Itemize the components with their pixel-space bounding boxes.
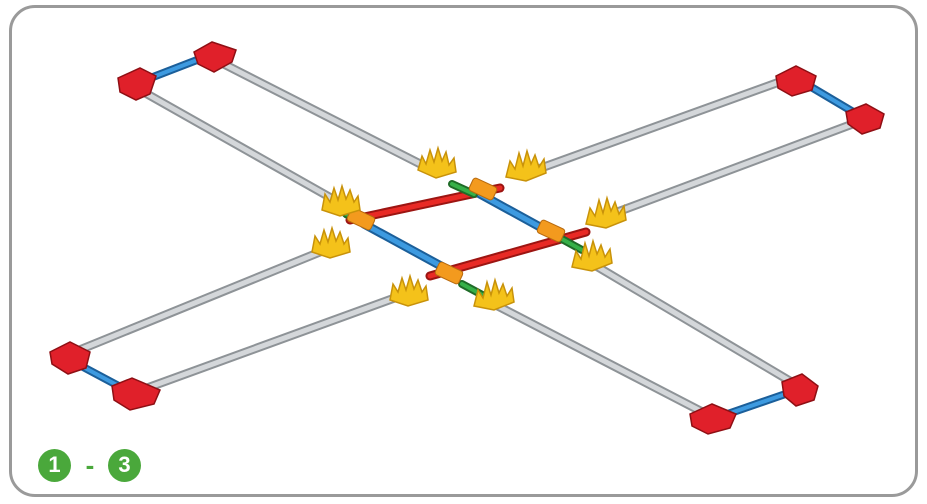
red-corner-connector-icon [193, 41, 237, 73]
orange-connector-icon [536, 219, 566, 243]
orange-connector-icon [468, 177, 498, 201]
red-corner-connectors [49, 41, 885, 435]
red-corner-connector-icon [781, 373, 819, 407]
red-corner-connector-icon [111, 377, 161, 411]
orange-connectors [346, 177, 566, 285]
red-corner-connector-icon [49, 341, 91, 375]
yellow-gear-connector-icon [311, 225, 351, 259]
step-range-indicator: 1 - 3 [38, 448, 141, 482]
yellow-gear-connector-icon [585, 195, 627, 229]
yellow-gear-connector-icon [321, 183, 361, 217]
blue-end-rods [66, 51, 864, 422]
red-corner-connector-icon [689, 403, 737, 435]
red-corner-connector-icon [845, 103, 885, 135]
red-corner-connector-icon [117, 67, 157, 101]
step-start-badge: 1 [38, 448, 71, 482]
grey-rods [67, 52, 863, 423]
yellow-gear-connector-icon [389, 273, 429, 307]
yellow-gear-connector-icon [417, 145, 457, 179]
step-range-separator: - [85, 450, 95, 480]
yellow-gear-connector-icon [473, 277, 515, 311]
yellow-gear-connector-icon [505, 148, 547, 182]
orange-connector-icon [434, 261, 464, 285]
step-end-badge: 3 [108, 448, 141, 482]
red-corner-connector-icon [775, 65, 817, 97]
yellow-gear-connectors [311, 145, 627, 311]
yellow-gear-connector-icon [571, 238, 613, 272]
